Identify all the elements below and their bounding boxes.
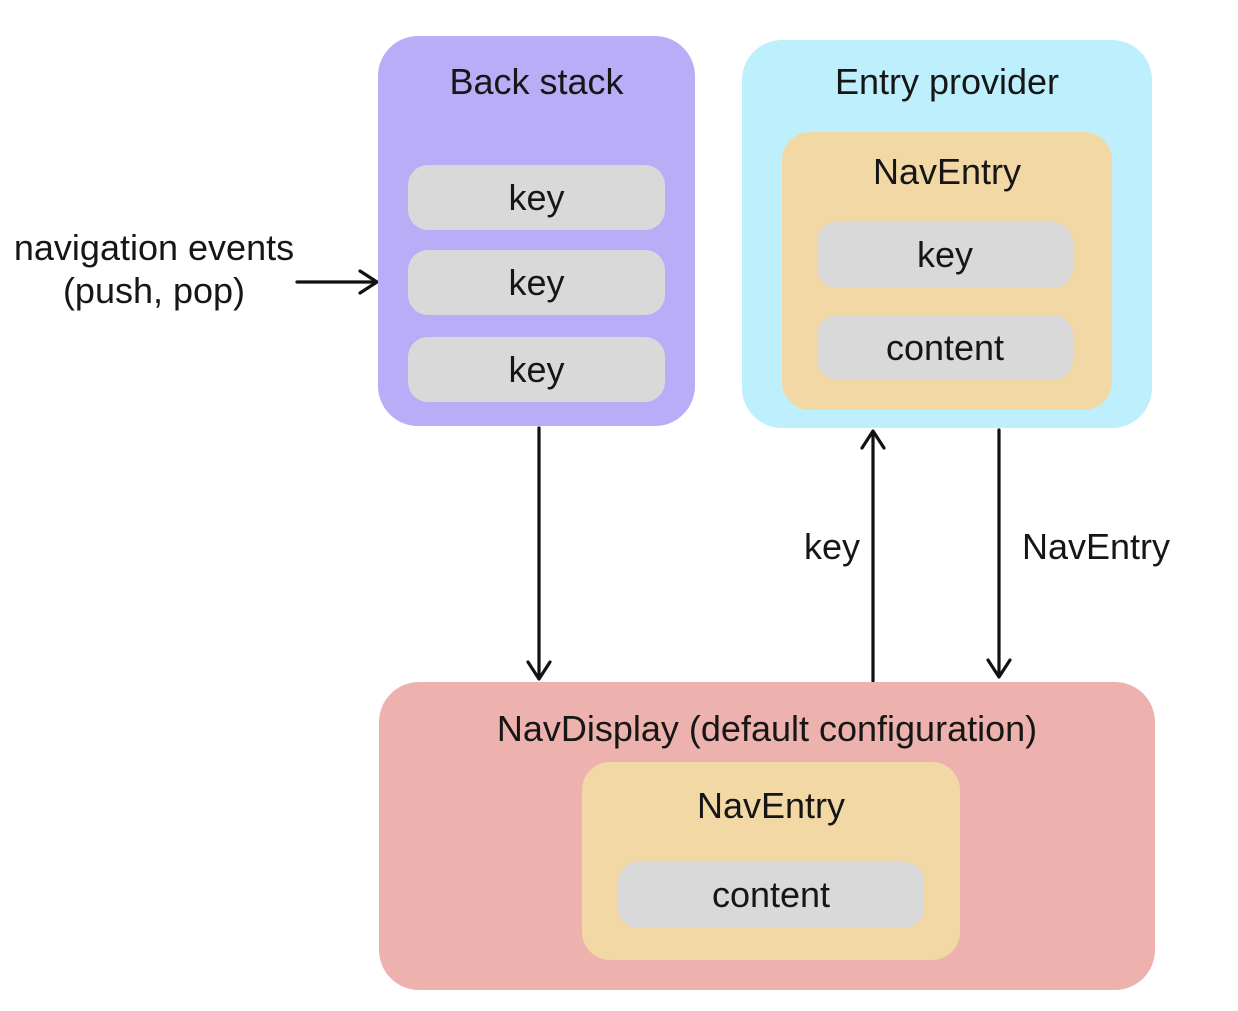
push-pop-arrow: [295, 269, 379, 295]
backstack-to-navdisplay-arrow: [526, 426, 552, 681]
back-stack-key-pill: key: [408, 337, 665, 402]
key-up-arrow: [860, 429, 886, 683]
navigation-events-line2: (push, pop): [62, 270, 246, 311]
back-stack-key-pill: key: [408, 165, 665, 230]
nav-display-box: NavDisplay (default configuration) NavEn…: [379, 682, 1155, 990]
entry-provider-title: Entry provider: [834, 61, 1060, 102]
naventry-content-pill: content: [817, 315, 1073, 380]
nav-display-naventry-title: NavEntry: [696, 785, 846, 826]
navigation-events-label: navigation events (push, pop): [6, 226, 302, 312]
entry-provider-naventry-title: NavEntry: [872, 151, 1022, 192]
nav-display-naventry-box: NavEntry content: [582, 762, 960, 960]
entry-provider-box: Entry provider NavEntry key content: [742, 40, 1152, 428]
naventry-arrow-label: NavEntry: [1022, 526, 1171, 567]
back-stack-key-pill: key: [408, 250, 665, 315]
naventry-key-pill: key: [817, 222, 1073, 288]
key-arrow-label: key: [804, 526, 861, 567]
nav-display-title: NavDisplay (default configuration): [496, 708, 1038, 749]
nav-display-content-pill: content: [618, 862, 924, 928]
naventry-down-arrow: [986, 428, 1012, 679]
back-stack-title: Back stack: [449, 61, 624, 102]
entry-provider-naventry-box: NavEntry key content: [782, 132, 1112, 410]
back-stack-box: Back stack key key key: [378, 36, 695, 426]
navigation-events-line1: navigation events: [13, 227, 295, 268]
